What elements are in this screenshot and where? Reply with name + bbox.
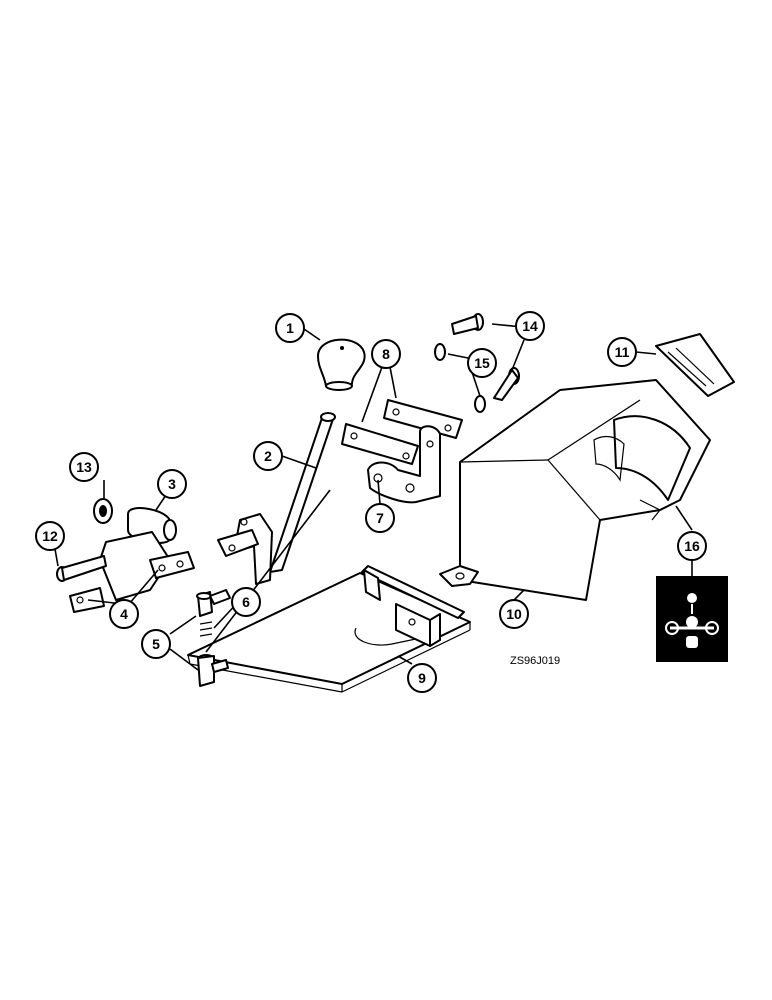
svg-text:4: 4 [120,606,128,622]
callout-14: 14 [515,311,545,341]
svg-text:2: 2 [264,448,272,464]
base-plate-part [187,565,471,693]
pad-part [655,333,735,397]
svg-text:14: 14 [522,318,538,334]
callout-10: 10 [499,599,529,629]
pins-part [196,589,231,687]
svg-text:9: 9 [418,670,426,686]
callout-11: 11 [607,337,637,367]
callout-5: 5 [141,629,171,659]
callout-1: 1 [275,313,305,343]
svg-text:15: 15 [474,355,490,371]
svg-text:3: 3 [168,476,176,492]
svg-text:7: 7 [376,510,384,526]
decal-part [656,576,728,662]
bolts-part [434,313,520,413]
callout-7: 7 [365,503,395,533]
svg-text:5: 5 [152,636,160,652]
callout-12: 12 [35,521,65,551]
callout-15: 15 [467,348,497,378]
svg-text:8: 8 [382,346,390,362]
callout-9: 9 [407,663,437,693]
drawing-code: ZS96J019 [510,655,560,667]
callout-16: 16 [677,531,707,561]
svg-text:1: 1 [286,320,294,336]
svg-text:10: 10 [506,606,522,622]
callout-6: 6 [231,587,261,617]
callout-13: 13 [69,452,99,482]
hinge-bracket-part [341,399,463,504]
callout-8: 8 [371,339,401,369]
callout-2: 2 [253,441,283,471]
svg-text:12: 12 [42,528,58,544]
callout-3: 3 [157,469,187,499]
svg-text:6: 6 [242,594,250,610]
svg-text:11: 11 [615,344,630,360]
cover-box-part [439,379,711,601]
callout-4: 4 [109,599,139,629]
knob-part [317,338,366,391]
left-assembly-part [56,498,195,613]
svg-text:13: 13 [76,459,92,475]
svg-text:16: 16 [684,538,700,554]
lever-part [217,412,336,585]
